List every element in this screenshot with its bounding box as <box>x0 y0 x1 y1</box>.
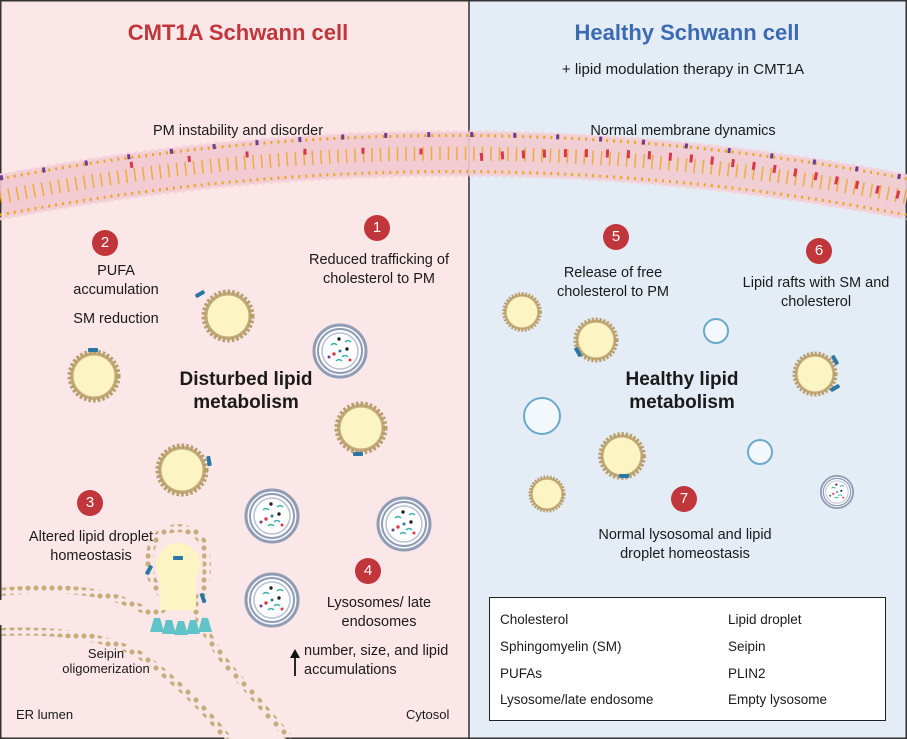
lysosome <box>244 488 300 544</box>
legend-label-empty-lysosome: Empty lysosome <box>728 692 828 707</box>
step-4-subtext: number, size, and lipid accumulations <box>304 643 449 678</box>
step-3-text: Altered lipid droplet homeostasis <box>28 529 154 564</box>
left-membrane-label: PM instability and disorder <box>152 123 324 139</box>
lipid-droplet <box>337 404 385 452</box>
lipid-droplet <box>576 320 617 361</box>
empty-lysosome <box>747 439 773 465</box>
seipin-label: Seipin oligomerization <box>62 646 150 676</box>
lysosome <box>819 474 855 510</box>
right-center-label: Healthy lipid metabolism <box>625 369 739 413</box>
legend-label-cholesterol: Cholesterol <box>500 612 569 627</box>
plasma-membrane <box>0 130 907 221</box>
left-center-label: Disturbed lipid metabolism <box>179 369 313 413</box>
step-5-text: Release of free cholesterol to PM <box>556 265 670 300</box>
legend-label-lysosome: Lysosome/late endosome <box>500 692 654 707</box>
lipid-droplet <box>600 434 643 477</box>
lipid-droplet <box>70 352 118 400</box>
up-arrow-icon <box>290 649 300 676</box>
er-lumen-label: ER lumen <box>16 707 74 722</box>
legend-label-sphingomyelin: Sphingomyelin (SM) <box>500 639 622 654</box>
left-panel-title: CMT1A Schwann cell <box>127 20 349 45</box>
empty-lysosome <box>523 397 561 435</box>
right-membrane-label: Normal membrane dynamics <box>590 123 776 139</box>
step-badge-5: 5 <box>603 224 629 250</box>
right-panel-title: Healthy Schwann cell <box>574 20 800 45</box>
step-2-text-b: SM reduction <box>73 311 159 327</box>
step-badge-1: 1 <box>364 215 390 241</box>
step-1-text: Reduced trafficking of cholesterol to PM <box>309 252 449 287</box>
step-badge-6: 6 <box>806 238 832 264</box>
lipid-droplet <box>502 292 542 332</box>
step-badge-4: 4 <box>355 558 381 584</box>
lipid-droplet <box>795 354 836 395</box>
lipid-droplet <box>158 446 206 494</box>
lipid-droplet <box>528 475 566 513</box>
step-6-text: Lipid rafts with SM and cholesterol <box>742 275 890 310</box>
right-panel-subtitle: + lipid modulation therapy in CMT1A <box>561 61 805 78</box>
step-7-text: Normal lysosomal and lipid droplet homeo… <box>598 527 772 562</box>
legend: Cholesterol Lipid droplet Sphingomyelin … <box>489 597 886 721</box>
seipin-complex <box>150 618 212 635</box>
cytosol-label: Cytosol <box>406 707 450 722</box>
lysosome <box>244 572 300 628</box>
legend-label-lipid-droplet: Lipid droplet <box>728 612 802 627</box>
step-badge-3: 3 <box>77 490 103 516</box>
step-4-text: Lysosomes/ late endosomes <box>326 595 432 630</box>
lysosome <box>376 496 432 552</box>
step-2-text-a: PUFA accumulation <box>73 263 159 298</box>
legend-label-seipin: Seipin <box>728 639 766 654</box>
step-badge-7: 7 <box>671 486 697 512</box>
legend-label-plin2: PLIN2 <box>728 666 766 681</box>
legend-label-pufas: PUFAs <box>500 666 543 681</box>
er-membrane <box>0 523 294 739</box>
lipid-droplet <box>204 292 252 340</box>
step-badge-2: 2 <box>92 230 118 256</box>
lysosome <box>312 323 368 379</box>
empty-lysosome <box>703 318 729 344</box>
